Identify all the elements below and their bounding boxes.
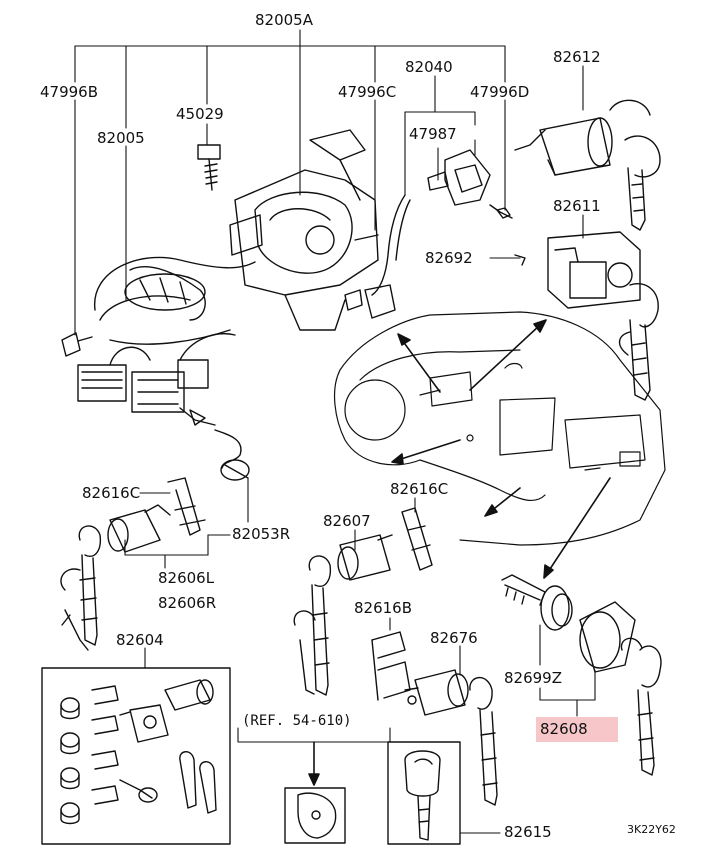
part-label-45029[interactable]: 45029: [176, 105, 224, 123]
ignition-switch-82612: [514, 99, 661, 231]
remote-transmitter-ref: [237, 727, 391, 844]
door-lock-cylinder-center: [293, 534, 393, 696]
direction-arrows: [308, 319, 611, 786]
reference-note: (REF. 54-610): [242, 713, 352, 729]
part-label-82005A[interactable]: 82005A: [255, 11, 313, 29]
part-label-82040[interactable]: 82040: [405, 58, 453, 76]
part-label-82616C-left[interactable]: 82616C: [82, 484, 141, 502]
vehicle-interior-sketch: [334, 311, 666, 546]
tailgate-lock-82676: [404, 669, 498, 806]
clip-82616B: [371, 631, 411, 701]
door-lock-cylinder-left: [60, 504, 171, 651]
part-label-82676[interactable]: 82676: [430, 629, 478, 647]
part-label-82616C-right[interactable]: 82616C: [390, 480, 449, 498]
part-label-82615[interactable]: 82615: [504, 823, 552, 841]
bolt-45029: [197, 144, 221, 191]
part-label-47987[interactable]: 47987: [409, 125, 457, 143]
rear-lock-set-82608: [501, 574, 662, 776]
part-label-82608[interactable]: 82608: [540, 720, 588, 738]
clip-82616C-left: [167, 477, 206, 536]
leader-lines: [74, 29, 596, 834]
key-reminder-switch: [344, 149, 526, 319]
clip-82616C-right: [401, 507, 433, 571]
part-label-82612[interactable]: 82612: [553, 48, 601, 66]
highlight-82608: [536, 717, 618, 742]
diagram-code: 3K22Y62: [627, 823, 676, 836]
ignition-housing-82611: [547, 231, 659, 401]
wiring-harness-left: [61, 256, 256, 481]
part-label-82616B[interactable]: 82616B: [354, 599, 413, 617]
part-label-47996D[interactable]: 47996D: [470, 83, 530, 101]
blank-key-82615: [387, 741, 461, 845]
part-label-82005[interactable]: 82005: [97, 129, 145, 147]
steering-lock-housing: [229, 129, 379, 331]
part-label-47996C[interactable]: 47996C: [338, 83, 397, 101]
part-label-82607[interactable]: 82607: [323, 512, 371, 530]
part-label-82692[interactable]: 82692: [425, 249, 473, 267]
part-label-47996B[interactable]: 47996B: [40, 83, 99, 101]
part-label-82606R[interactable]: 82606R: [158, 594, 217, 612]
part-label-82611[interactable]: 82611: [553, 197, 601, 215]
part-label-82053R[interactable]: 82053R: [232, 525, 291, 543]
part-label-82604[interactable]: 82604: [116, 631, 164, 649]
part-label-82606L[interactable]: 82606L: [158, 569, 215, 587]
lock-kit-box-82604: [41, 667, 231, 845]
part-label-82699Z[interactable]: 82699Z: [504, 669, 562, 687]
